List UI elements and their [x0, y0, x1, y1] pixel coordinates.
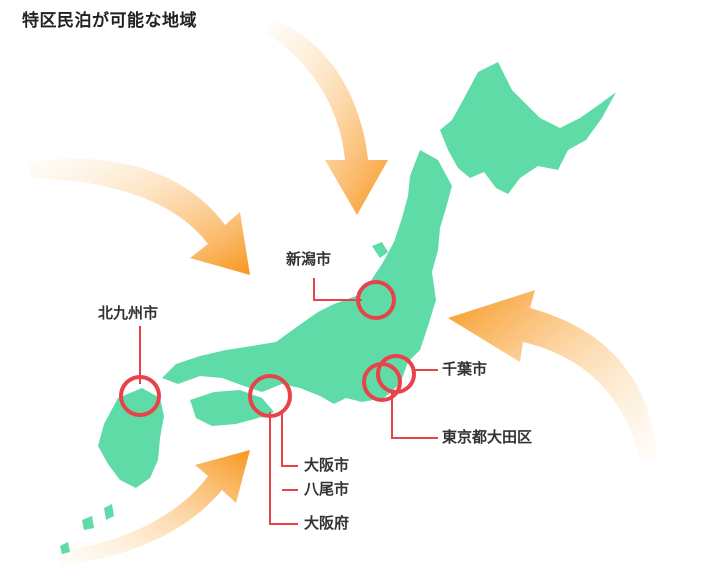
leader-niigata	[313, 278, 362, 301]
leader-osaka-pref	[269, 412, 298, 525]
marker-osaka	[248, 374, 292, 418]
japan-land	[60, 62, 616, 554]
leader-osaka-city	[281, 412, 298, 467]
yakushima	[82, 516, 94, 530]
marker-kitakyushu	[119, 375, 161, 417]
arrow-left	[30, 158, 250, 275]
sado-island	[372, 242, 388, 258]
kikai-island	[60, 542, 70, 554]
label-osaka-pref: 大阪府	[304, 514, 350, 532]
label-kitakyushu: 北九州市	[98, 304, 159, 322]
arrow-right	[448, 290, 658, 460]
leader-ota	[391, 392, 438, 439]
label-osaka-city: 大阪市	[304, 456, 350, 474]
map-title: 特区民泊が可能な地域	[22, 11, 197, 31]
shikoku	[190, 390, 274, 426]
label-niigata: 新潟市	[286, 250, 332, 268]
label-chiba: 千葉市	[442, 360, 488, 378]
honshu	[162, 150, 452, 404]
arrow-top	[265, 20, 388, 215]
marker-ota	[362, 362, 402, 402]
city-markers	[119, 280, 416, 418]
kyushu	[98, 388, 164, 488]
arrow-bottom	[60, 450, 250, 565]
label-yao: 八尾市	[304, 480, 350, 498]
label-ota: 東京都大田区	[442, 428, 533, 446]
hokkaido	[440, 62, 616, 194]
leader-lines	[139, 278, 438, 525]
marker-niigata	[356, 280, 396, 320]
tanegashima	[104, 504, 114, 520]
